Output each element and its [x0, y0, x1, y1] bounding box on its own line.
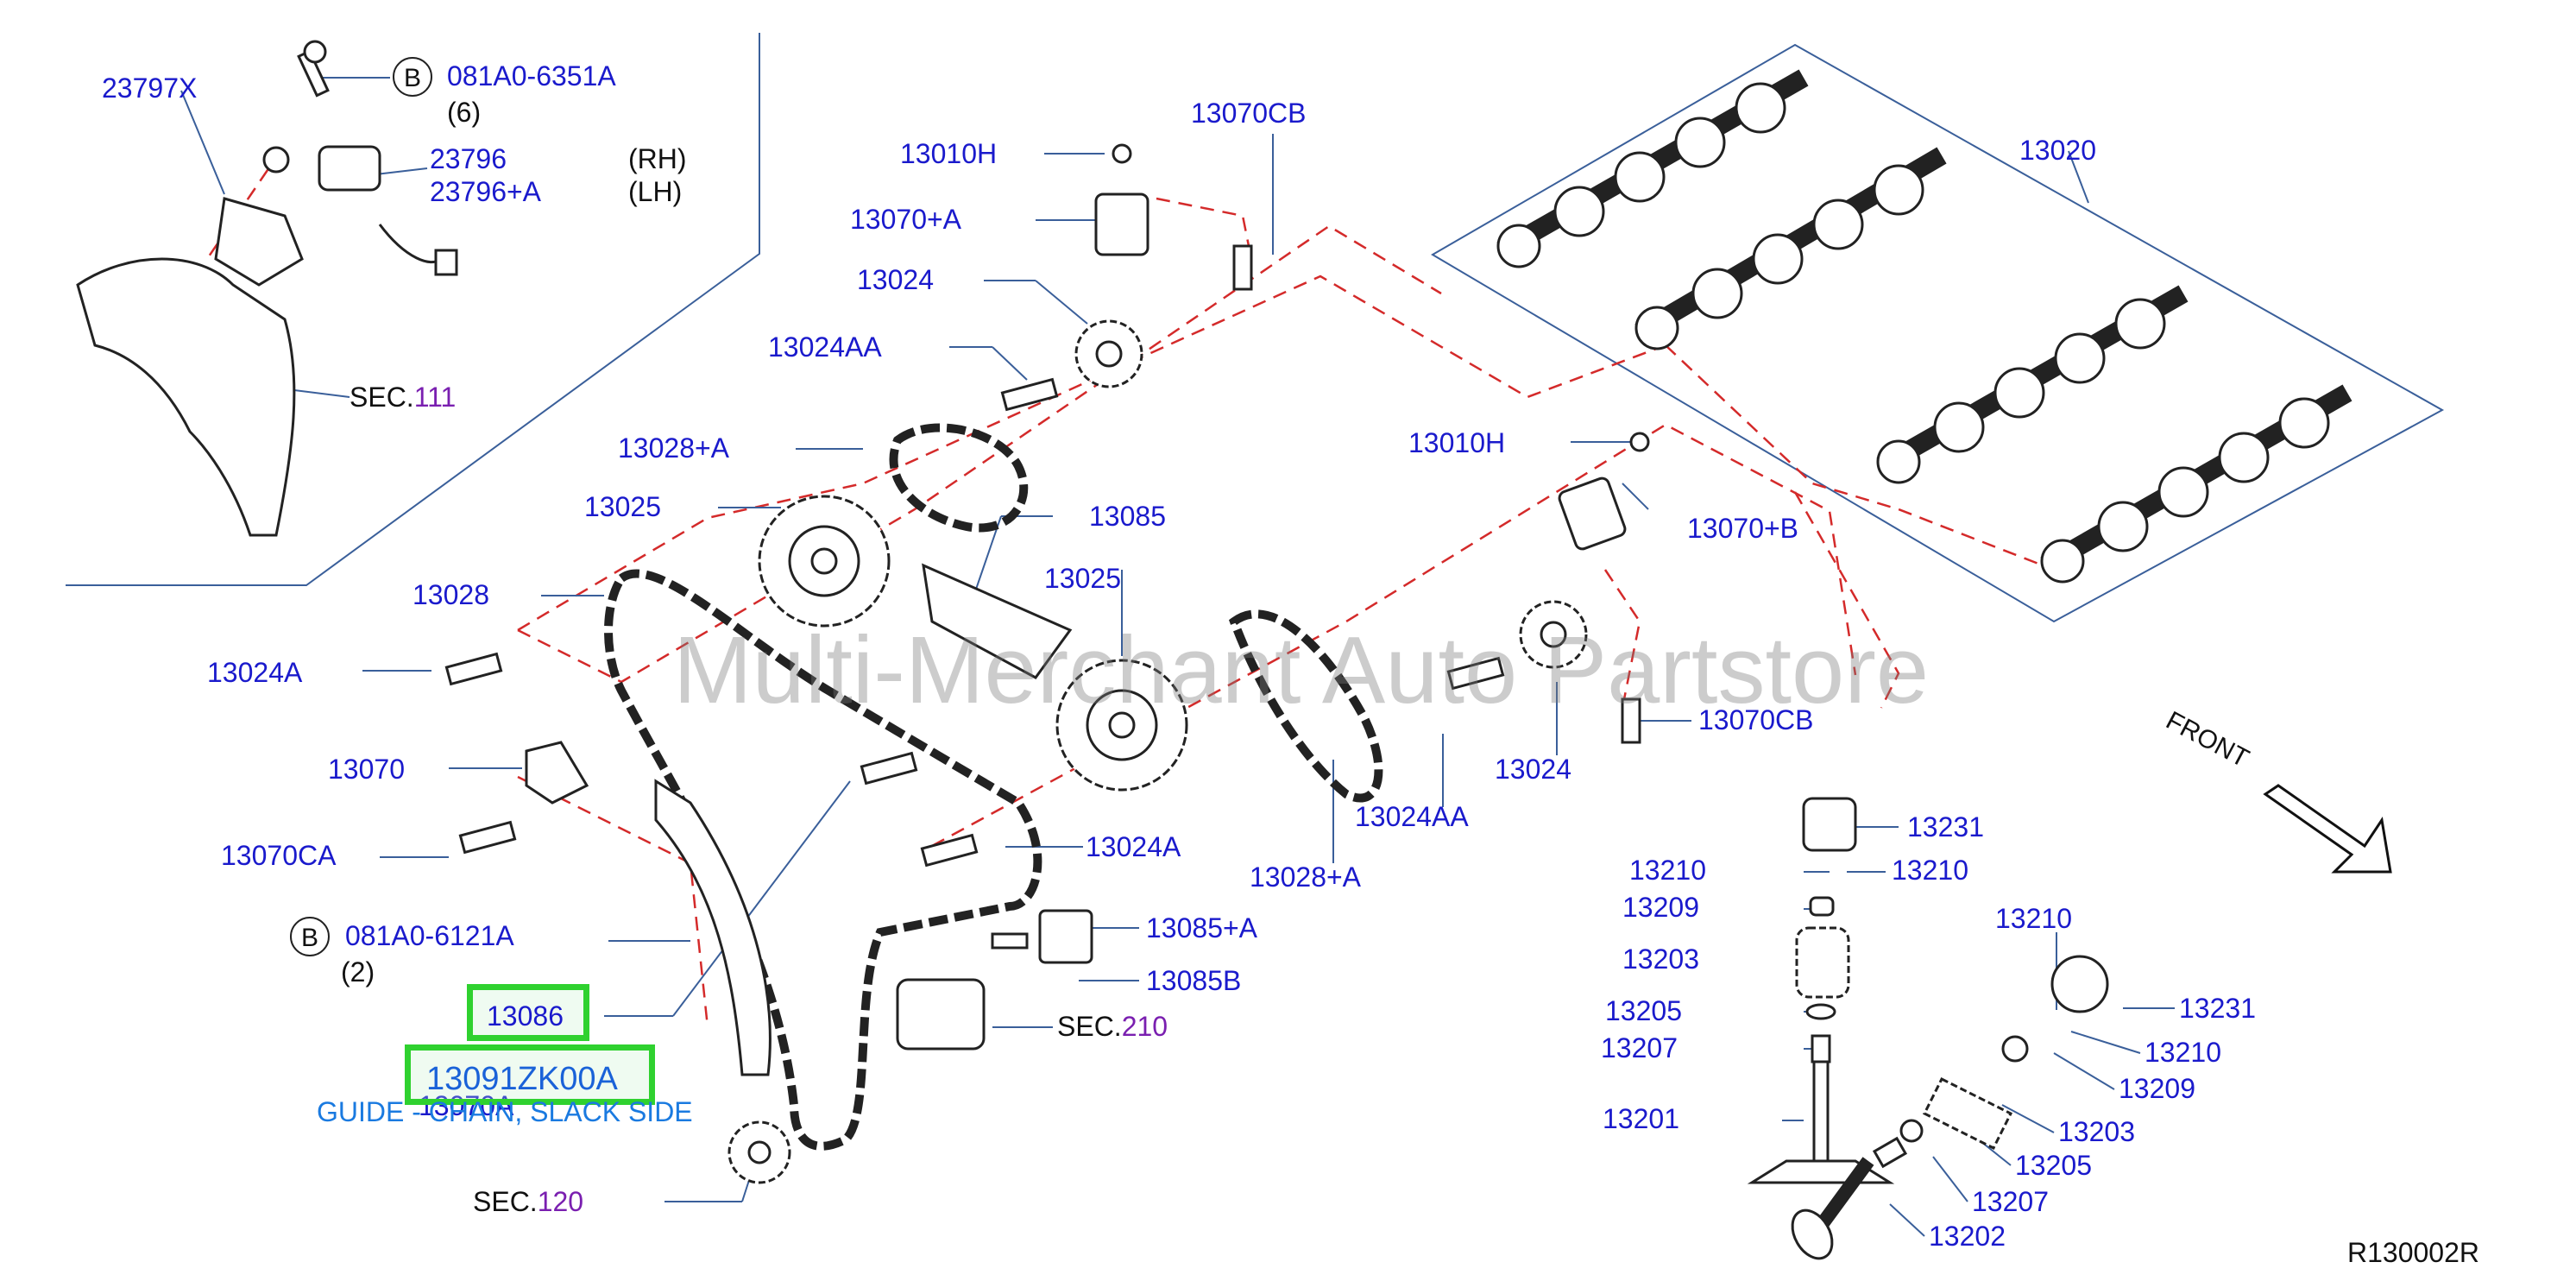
part-13070cb-right[interactable]: 13070CB	[1698, 704, 1814, 735]
part-13205-b[interactable]: 13205	[2015, 1150, 2092, 1181]
quantity-2: (2)	[341, 956, 375, 988]
part-13028[interactable]: 13028	[413, 579, 489, 610]
part-13209-a[interactable]: 13209	[1622, 892, 1699, 923]
part-13070a[interactable]: 13070+A	[850, 204, 962, 235]
part-13028a-bottom[interactable]: 13028+A	[1250, 861, 1362, 893]
section-link-210[interactable]: SEC.210	[1057, 1011, 1168, 1042]
part-13203-a[interactable]: 13203	[1622, 943, 1699, 975]
part-13201[interactable]: 13201	[1603, 1103, 1679, 1134]
part-13070ca[interactable]: 13070CA	[221, 840, 337, 871]
section-link-111[interactable]: SEC.111	[350, 382, 457, 413]
part-13210-c[interactable]: 13210	[1995, 903, 2072, 934]
sprockets	[727, 319, 1588, 1184]
part-23796[interactable]: 23796	[430, 143, 507, 174]
quantity-6: (6)	[447, 97, 482, 128]
camshaft-box	[1431, 43, 2445, 623]
timing-chains	[604, 423, 1383, 1151]
part-13085b[interactable]: 13085B	[1146, 965, 1242, 996]
valve-assembly-a	[1747, 797, 1895, 1184]
part-13024a-mid[interactable]: 13024A	[1086, 831, 1181, 862]
part-13070b[interactable]: 13070+B	[1687, 513, 1799, 544]
front-arrow-icon	[2263, 784, 2392, 874]
part-13024aa-top[interactable]: 13024AA	[768, 331, 882, 363]
part-13024a-left[interactable]: 13024A	[207, 657, 303, 688]
timing-cover-part	[76, 145, 458, 537]
part-13085[interactable]: 13085	[1089, 501, 1166, 532]
part-13203-b[interactable]: 13203	[2058, 1116, 2135, 1147]
part-13010h-top[interactable]: 13010H	[900, 138, 998, 169]
part-23796a[interactable]: 23796+A	[430, 176, 542, 207]
chain-guides	[525, 563, 1093, 1076]
part-13210-a[interactable]: 13210	[1629, 855, 1706, 886]
part-23797x[interactable]: 23797X	[102, 73, 198, 104]
part-13231-b[interactable]: 13231	[2179, 993, 2256, 1024]
circle-marker-b1: B	[393, 57, 432, 97]
part-13207-b[interactable]: 13207	[1972, 1186, 2049, 1217]
part-13024aa-bottom[interactable]: 13024AA	[1355, 801, 1469, 832]
section-link-120[interactable]: SEC.120	[473, 1186, 584, 1217]
leader-lines	[180, 77, 2175, 1237]
part-13209-b[interactable]: 13209	[2119, 1073, 2195, 1104]
part-13020[interactable]: 13020	[2019, 135, 2096, 166]
diagram-reference: R130002R	[2347, 1237, 2479, 1268]
bolts	[444, 244, 1641, 950]
part-13025-left[interactable]: 13025	[584, 491, 661, 522]
part-13024-top[interactable]: 13024	[857, 264, 934, 295]
inset-frame	[66, 33, 760, 586]
part-081a0-6121a[interactable]: 081A0-6121A	[345, 920, 514, 951]
part-13010h-right[interactable]: 13010H	[1408, 427, 1506, 458]
circle-marker-b2: B	[290, 917, 330, 956]
part-13205-a[interactable]: 13205	[1605, 995, 1682, 1026]
part-13025-mid[interactable]: 13025	[1044, 563, 1121, 594]
watermark: Multi-Merchant Auto Partstore	[673, 617, 1930, 723]
part-13085a[interactable]: 13085+A	[1146, 912, 1258, 943]
part-13086[interactable]: 13086	[487, 1000, 564, 1032]
inset-bolt	[297, 40, 330, 98]
part-13210-b[interactable]: 13210	[1892, 855, 1968, 886]
part-13070a-obscured[interactable]: 13070A	[419, 1090, 514, 1121]
label-rh: (RH)	[628, 143, 687, 174]
camshafts	[1496, 69, 2352, 584]
tensioners	[1094, 143, 1650, 551]
part-13028a-top[interactable]: 13028+A	[618, 432, 730, 464]
label-lh: (LH)	[628, 176, 683, 207]
part-description-tooltip: GUIDE - CHAIN, SLACK SIDE	[317, 1096, 693, 1127]
part-13202[interactable]: 13202	[1929, 1221, 2006, 1252]
part-13207-a[interactable]: 13207	[1601, 1032, 1678, 1063]
valve-assembly-b	[1791, 955, 2109, 1260]
part-081a0-6351a[interactable]: 081A0-6351A	[447, 60, 616, 92]
highlight-box-selected-part[interactable]: 13091ZK00A	[405, 1044, 655, 1105]
part-13231-a[interactable]: 13231	[1907, 811, 1984, 842]
part-13070[interactable]: 13070	[328, 754, 405, 785]
selected-part-number[interactable]: 13091ZK00A	[426, 1061, 618, 1097]
part-13210-d[interactable]: 13210	[2145, 1037, 2221, 1068]
highlight-box-13086[interactable]: 13086	[467, 984, 589, 1041]
part-13070cb-top[interactable]: 13070CB	[1191, 98, 1307, 129]
part-13024-right[interactable]: 13024	[1495, 754, 1571, 785]
